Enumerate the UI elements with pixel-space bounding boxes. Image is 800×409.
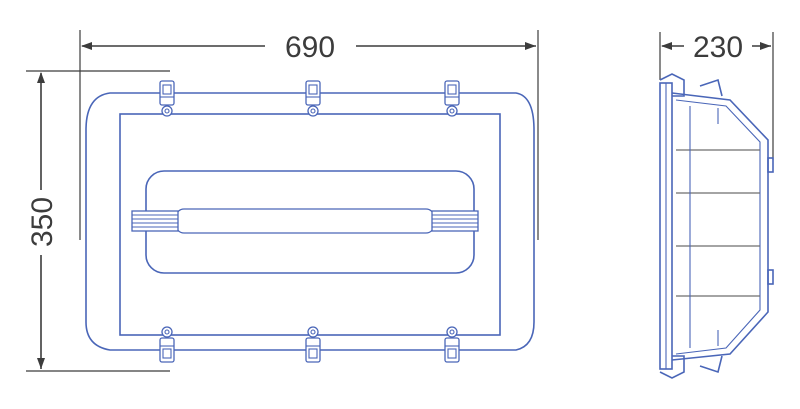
- lamp-tube: [131, 208, 479, 234]
- housing-outline: [85, 92, 535, 351]
- side-view: [659, 73, 774, 379]
- height-label: 350: [26, 197, 59, 247]
- top-clip-left: [159, 80, 175, 117]
- width-dimension: 690: [79, 30, 539, 240]
- bottom-clip-right: [444, 326, 460, 363]
- depth-label: 230: [693, 31, 743, 64]
- width-label: 690: [285, 31, 335, 64]
- front-view: [85, 80, 535, 363]
- bottom-side-clip: [659, 355, 685, 379]
- top-clip-center: [305, 80, 321, 117]
- diffuser-profile: [671, 92, 769, 361]
- bottom-clip-left: [159, 326, 175, 363]
- top-side-clip: [659, 73, 685, 97]
- height-dimension: 350: [26, 70, 170, 372]
- bottom-clip-center: [305, 326, 321, 363]
- depth-dimension: 230: [659, 31, 774, 160]
- top-clip-right: [444, 80, 460, 117]
